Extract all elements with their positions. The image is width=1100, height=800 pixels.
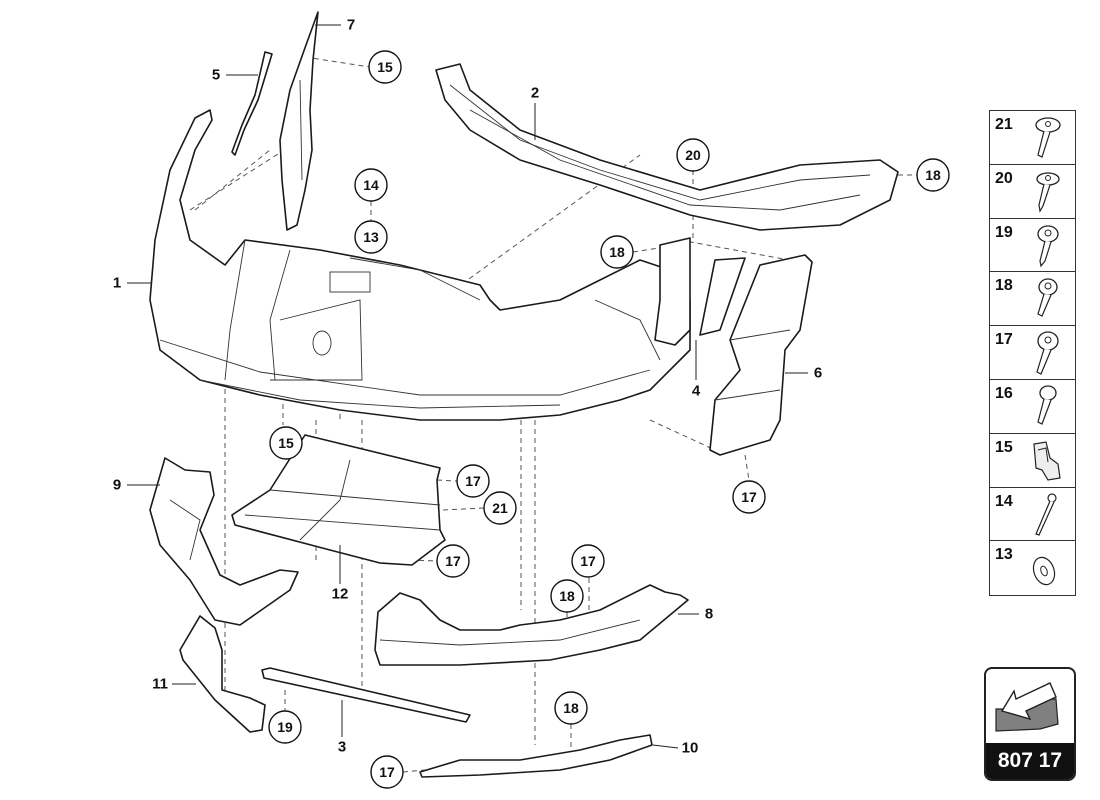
svg-text:20: 20 xyxy=(685,147,701,163)
svg-text:18: 18 xyxy=(925,167,941,183)
legend-number: 13 xyxy=(995,546,1013,564)
reference-badge: 807 17 xyxy=(984,667,1076,781)
direction-arrow-icon xyxy=(995,682,1059,732)
callout: 13 xyxy=(354,220,388,254)
legend-number: 18 xyxy=(995,277,1013,295)
part-3-lower-strip xyxy=(261,667,471,723)
svg-text:17: 17 xyxy=(445,553,461,569)
part-6-side-vent xyxy=(709,254,813,456)
svg-text:13: 13 xyxy=(363,229,379,245)
part-label: 6 xyxy=(814,365,822,382)
callout: 17 xyxy=(436,544,470,578)
svg-text:14: 14 xyxy=(363,177,379,193)
svg-text:17: 17 xyxy=(379,764,395,780)
part-label: 3 xyxy=(338,739,346,756)
bolt-icon xyxy=(1037,385,1057,425)
part-12-undertray xyxy=(231,434,446,566)
part-11-corner-trim xyxy=(179,615,266,733)
legend-number: 17 xyxy=(995,331,1013,349)
torx-flange-bolt-icon xyxy=(1036,331,1059,376)
spring-clip-nut-icon xyxy=(1033,441,1061,481)
fastener-legend: 21 20 19 18 17 xyxy=(989,110,1076,597)
legend-number: 20 xyxy=(995,169,1013,187)
part-label: 9 xyxy=(113,477,121,494)
legend-number: 19 xyxy=(995,223,1013,241)
part-label: 2 xyxy=(531,85,539,102)
callout: 15 xyxy=(269,426,303,460)
svg-text:19: 19 xyxy=(277,719,293,735)
legend-item: 18 xyxy=(990,272,1075,327)
legend-number: 16 xyxy=(995,384,1013,402)
legend-item: 16 xyxy=(990,380,1075,434)
label-leaders xyxy=(127,24,808,749)
legend-item: 21 xyxy=(990,111,1075,165)
flange-screw-icon xyxy=(1035,117,1061,158)
legend-item: 20 xyxy=(990,165,1075,219)
part-5-trim-strip xyxy=(231,51,273,156)
part-label: 8 xyxy=(705,606,713,623)
svg-text:15: 15 xyxy=(377,59,393,75)
svg-text:17: 17 xyxy=(580,553,596,569)
callout: 17 xyxy=(732,480,766,514)
legend-item: 19 xyxy=(990,219,1075,273)
callout: 19 xyxy=(268,710,302,744)
part-label: 11 xyxy=(152,676,168,693)
callout: 14 xyxy=(354,168,388,202)
part-2-bumper-beam xyxy=(435,63,899,231)
callout: 18 xyxy=(600,235,634,269)
part-label: 12 xyxy=(332,586,349,603)
part-label: 10 xyxy=(682,740,699,757)
part-9-left-spoiler xyxy=(149,457,299,626)
legend-number: 21 xyxy=(995,116,1013,133)
part-label: 7 xyxy=(347,17,355,34)
washer-icon xyxy=(1032,557,1056,586)
svg-text:18: 18 xyxy=(559,588,575,604)
callout: 20 xyxy=(676,138,710,172)
part-10-lower-lip xyxy=(419,734,653,778)
callout: 18 xyxy=(916,158,950,192)
part-label: 4 xyxy=(692,383,701,400)
legend-item: 13 xyxy=(990,541,1075,595)
callout: 18 xyxy=(554,691,588,725)
washer-head-screw-icon xyxy=(1037,224,1059,267)
svg-text:15: 15 xyxy=(278,435,294,451)
legend-item: 15 xyxy=(990,434,1075,488)
part-8-lower-spoiler xyxy=(374,584,689,666)
part-label: 1 xyxy=(113,275,121,292)
part-label: 5 xyxy=(212,67,220,84)
svg-text:17: 17 xyxy=(741,489,757,505)
legend-number: 15 xyxy=(995,438,1013,456)
callout: 15 xyxy=(368,50,402,84)
callout: 21 xyxy=(483,491,517,525)
legend-number: 14 xyxy=(995,492,1013,510)
fastener-callouts: 15 14 13 20 18 18 15 17 21 17 17 17 18 1… xyxy=(268,50,950,789)
part-labels: 1 2 3 4 5 6 7 8 9 10 11 12 xyxy=(113,17,822,757)
callout: 17 xyxy=(370,755,404,789)
self-tapping-screw-icon xyxy=(1036,172,1060,213)
callout: 18 xyxy=(550,579,584,613)
legend-item: 14 xyxy=(990,488,1075,542)
callout: 17 xyxy=(571,544,605,578)
part-4-grill-frame xyxy=(654,237,746,346)
part-7-air-duct xyxy=(279,11,319,231)
svg-text:21: 21 xyxy=(492,500,508,516)
svg-text:17: 17 xyxy=(465,473,481,489)
svg-text:18: 18 xyxy=(609,244,625,260)
pan-head-screw-icon xyxy=(1037,278,1058,318)
svg-text:18: 18 xyxy=(563,700,579,716)
callout: 17 xyxy=(456,464,490,498)
legend-item: 17 xyxy=(990,326,1075,380)
long-screw-icon xyxy=(1035,492,1057,536)
reference-code: 807 17 xyxy=(986,743,1074,779)
